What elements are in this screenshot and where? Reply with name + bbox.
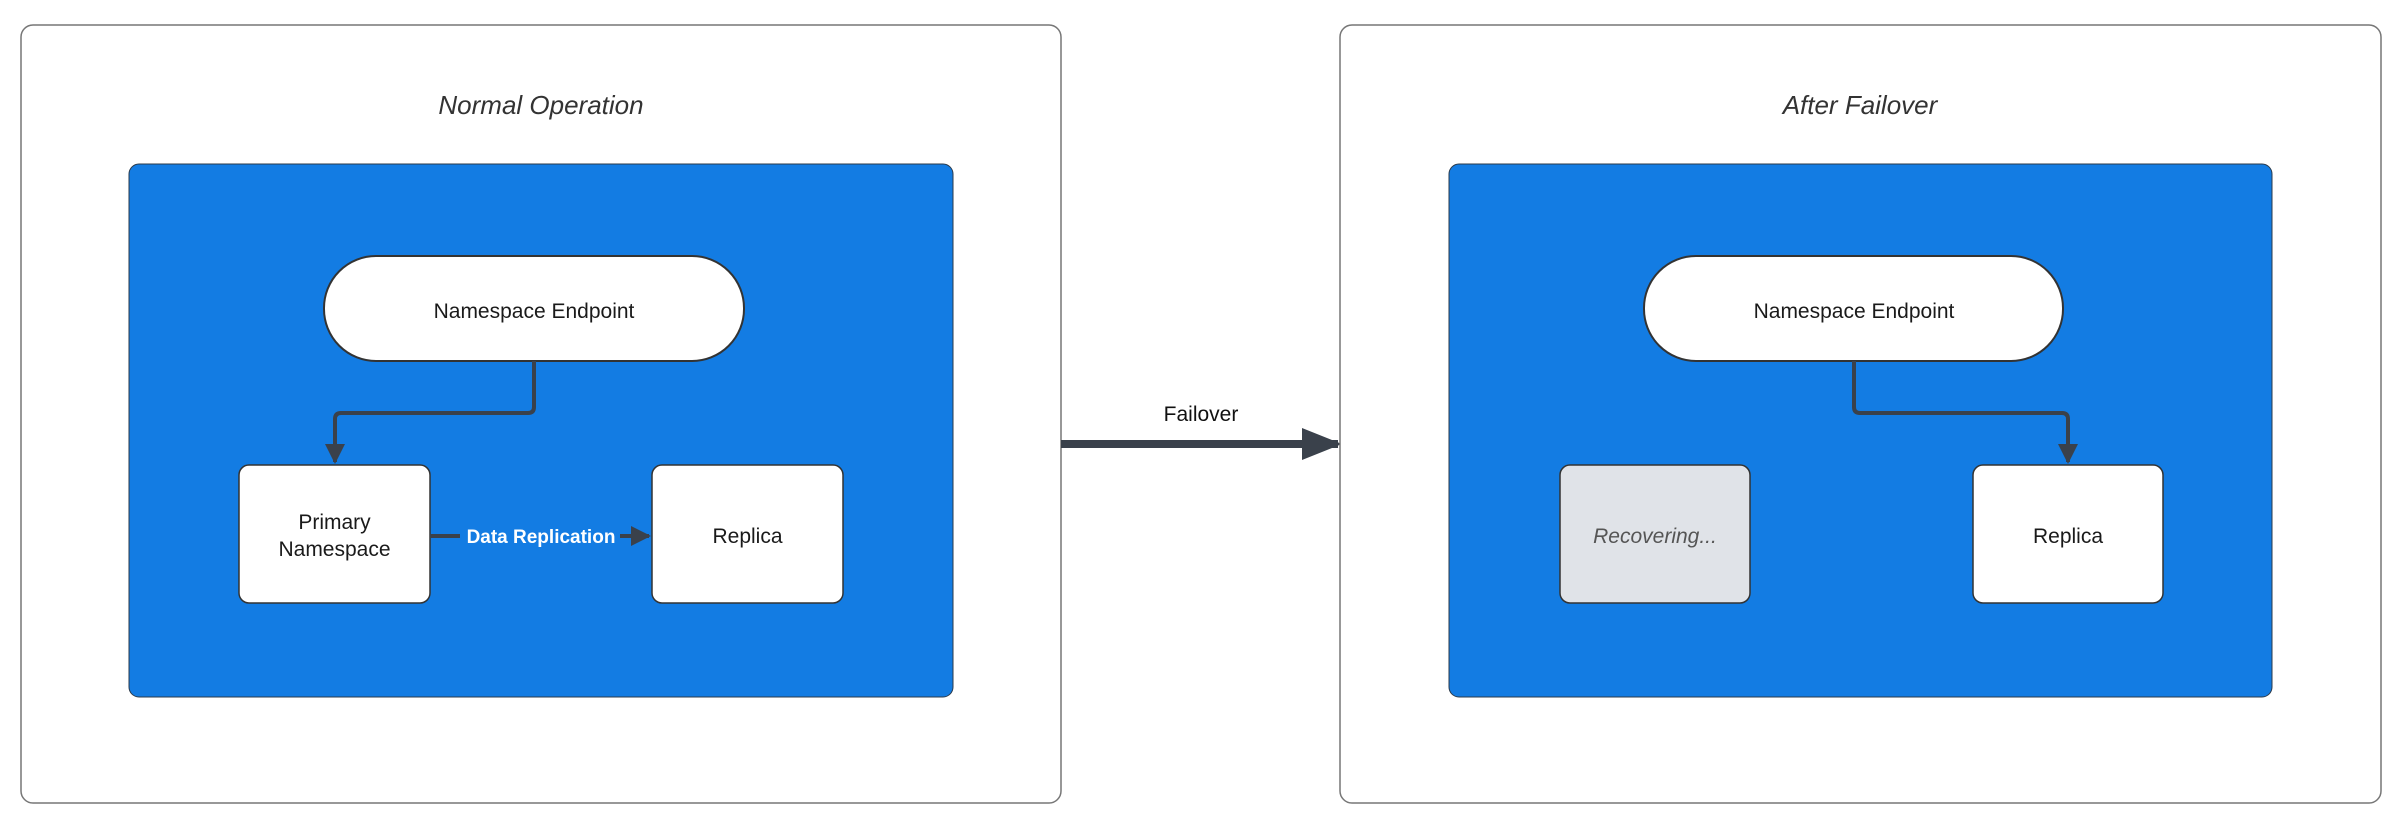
endpoint-to-primary-edge	[325, 361, 536, 464]
primary-namespace-node	[238, 464, 431, 604]
primary-namespace-label-line1: Primary	[298, 511, 371, 534]
recovering-node	[1559, 464, 1751, 604]
primary-namespace-label-line2: Namespace	[278, 538, 390, 561]
container-box	[128, 163, 954, 698]
recovering-label: Recovering...	[1593, 525, 1717, 548]
panel-normal-operation: Normal Operation Namespace Endpoint Prim…	[20, 24, 1062, 804]
namespace-endpoint-label: Namespace Endpoint	[1754, 300, 1955, 323]
container-box	[1448, 163, 2273, 698]
panel-title: Normal Operation	[438, 90, 643, 120]
replica-label: Replica	[712, 525, 782, 548]
data-replication-label: Data Replication	[467, 527, 616, 548]
panel-title: After Failover	[1781, 90, 1939, 120]
failover-label: Failover	[1164, 403, 1239, 426]
replica-label: Replica	[2033, 525, 2103, 548]
replica-node	[1972, 464, 2164, 604]
replica-node	[651, 464, 844, 604]
failover-transition: Failover	[1061, 403, 1342, 460]
panel-after-failover: After Failover Namespace Endpoint Recove…	[1339, 24, 2382, 804]
namespace-endpoint-label: Namespace Endpoint	[434, 300, 635, 323]
edge-label-bg	[460, 522, 620, 550]
endpoint-to-replica-edge	[1852, 361, 2078, 464]
